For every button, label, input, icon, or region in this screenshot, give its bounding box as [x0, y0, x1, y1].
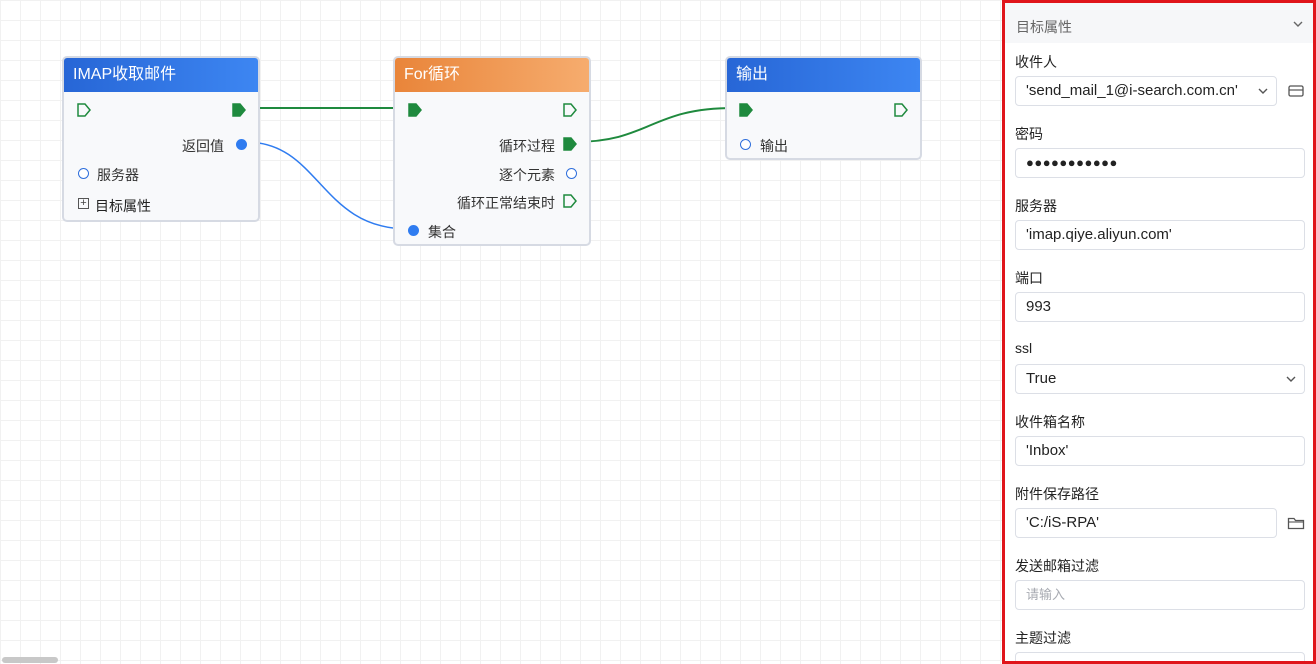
node-title: For循环	[395, 58, 589, 92]
chevron-down-icon	[1286, 376, 1296, 382]
port-each-element-label: 逐个元素	[499, 167, 555, 183]
panel-header[interactable]: 目标属性	[1005, 3, 1313, 43]
server-field[interactable]: 'imap.qiye.aliyun.com'	[1015, 220, 1305, 250]
folder-icon[interactable]	[1287, 515, 1305, 531]
ssl-select[interactable]: True	[1015, 364, 1305, 394]
flow-in-icon[interactable]	[77, 103, 91, 117]
horizontal-scrollbar[interactable]	[2, 657, 58, 663]
port-field[interactable]: 993	[1015, 292, 1305, 322]
node-output[interactable]: 输出 输出	[725, 56, 922, 160]
subject-filter-label: 主题过滤	[1015, 630, 1071, 646]
target-props-toggle[interactable]: 目标属性	[95, 198, 151, 214]
port-server-label: 服务器	[97, 167, 139, 183]
flow-in-icon[interactable]	[739, 103, 753, 117]
recipient-label: 收件人	[1015, 54, 1057, 70]
node-imap-receive[interactable]: IMAP收取邮件 返回值 服务器 + 目标属性	[62, 56, 260, 222]
password-field[interactable]: ●●●●●●●●●●●	[1015, 148, 1305, 178]
ssl-label: ssl	[1015, 340, 1033, 356]
flow-out-icon[interactable]	[563, 137, 577, 151]
port-each-element-dot[interactable]	[566, 168, 577, 179]
mailbox-icon[interactable]	[1287, 83, 1305, 99]
port-collection-label: 集合	[428, 224, 456, 240]
recipient-value: 'send_mail_1@i-search.com.cn'	[1026, 82, 1238, 99]
attachment-path-field[interactable]: 'C:/iS-RPA'	[1015, 508, 1277, 538]
port-loop-end-label: 循环正常结束时	[457, 195, 555, 211]
flow-out-icon[interactable]	[894, 103, 908, 117]
subject-filter-input[interactable]	[1015, 652, 1305, 661]
port-return-value-label: 返回值	[182, 138, 224, 154]
password-label: 密码	[1015, 126, 1043, 142]
chevron-down-icon	[1258, 88, 1268, 94]
data-edge-return-to-collection	[245, 141, 409, 230]
inbox-name-field[interactable]: 'Inbox'	[1015, 436, 1305, 466]
port-output-dot[interactable]	[740, 139, 751, 150]
flow-in-icon[interactable]	[408, 103, 422, 117]
port-label: 端口	[1015, 270, 1043, 286]
panel-title: 目标属性	[1016, 19, 1072, 35]
node-title: IMAP收取邮件	[64, 58, 258, 92]
ssl-value: True	[1026, 370, 1057, 387]
node-for-loop[interactable]: For循环 循环过程 逐个元素 循环正常结束时 集合	[393, 56, 591, 246]
inbox-name-label: 收件箱名称	[1015, 414, 1085, 430]
port-output-label: 输出	[760, 138, 788, 154]
flow-out-icon[interactable]	[232, 103, 246, 117]
port-collection-dot[interactable]	[408, 225, 419, 236]
sender-filter-label: 发送邮箱过滤	[1015, 558, 1099, 574]
flow-edge-for-to-output	[573, 107, 735, 143]
server-label: 服务器	[1015, 198, 1057, 214]
flow-canvas[interactable]: IMAP收取邮件 返回值 服务器 + 目标属性 For循环 循环过程 逐个元素 …	[0, 0, 1002, 664]
flow-out-icon[interactable]	[563, 194, 577, 208]
expand-plus-icon[interactable]: +	[78, 198, 89, 209]
port-loop-body-label: 循环过程	[499, 138, 555, 154]
port-return-value-dot[interactable]	[236, 139, 247, 150]
attachment-path-label: 附件保存路径	[1015, 486, 1099, 502]
properties-panel: 目标属性 收件人 'send_mail_1@i-search.com.cn' 密…	[1002, 0, 1316, 664]
recipient-select[interactable]: 'send_mail_1@i-search.com.cn'	[1015, 76, 1277, 106]
chevron-down-icon[interactable]	[1293, 19, 1303, 29]
sender-filter-input[interactable]: 请输入	[1015, 580, 1305, 610]
node-title: 输出	[727, 58, 920, 92]
port-server-dot[interactable]	[78, 168, 89, 179]
flow-out-icon[interactable]	[563, 103, 577, 117]
